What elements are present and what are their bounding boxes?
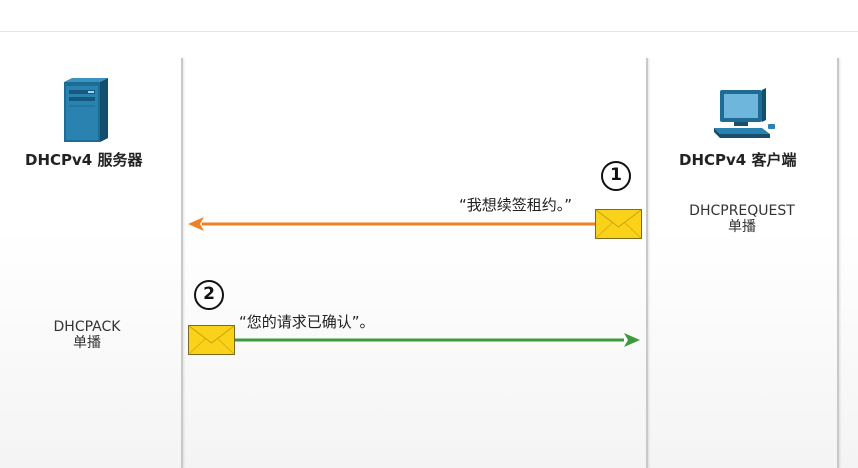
step-2-message: “您的请求已确认”。	[239, 313, 375, 331]
server-cast-type: 单播	[73, 335, 101, 351]
client-message-type: DHCPREQUEST 单播	[680, 203, 804, 235]
server-message-type: DHCPACK 单播	[40, 319, 134, 351]
step-1-arrow	[188, 217, 596, 231]
client-label: DHCPv4 客户端	[679, 151, 797, 169]
client-message-type-name: DHCPREQUEST	[689, 203, 795, 219]
diagram-area	[0, 32, 858, 468]
client-lane-line	[646, 58, 648, 468]
right-lane-line	[837, 58, 839, 468]
step-1-message: “我想续签租约。”	[459, 196, 573, 214]
client-cast-type: 单播	[728, 219, 756, 235]
computer-icon	[714, 88, 775, 138]
step-1-badge: 1	[601, 161, 631, 191]
step-2-badge: 2	[194, 280, 224, 310]
server-icon	[64, 78, 108, 142]
envelope-icon	[188, 325, 235, 355]
step-2-arrow	[232, 333, 640, 347]
server-message-type-name: DHCPACK	[53, 319, 121, 335]
envelope-icon	[595, 209, 642, 239]
server-label: DHCPv4 服务器	[25, 151, 143, 169]
top-bar	[0, 0, 858, 32]
server-lane-line	[181, 58, 183, 468]
